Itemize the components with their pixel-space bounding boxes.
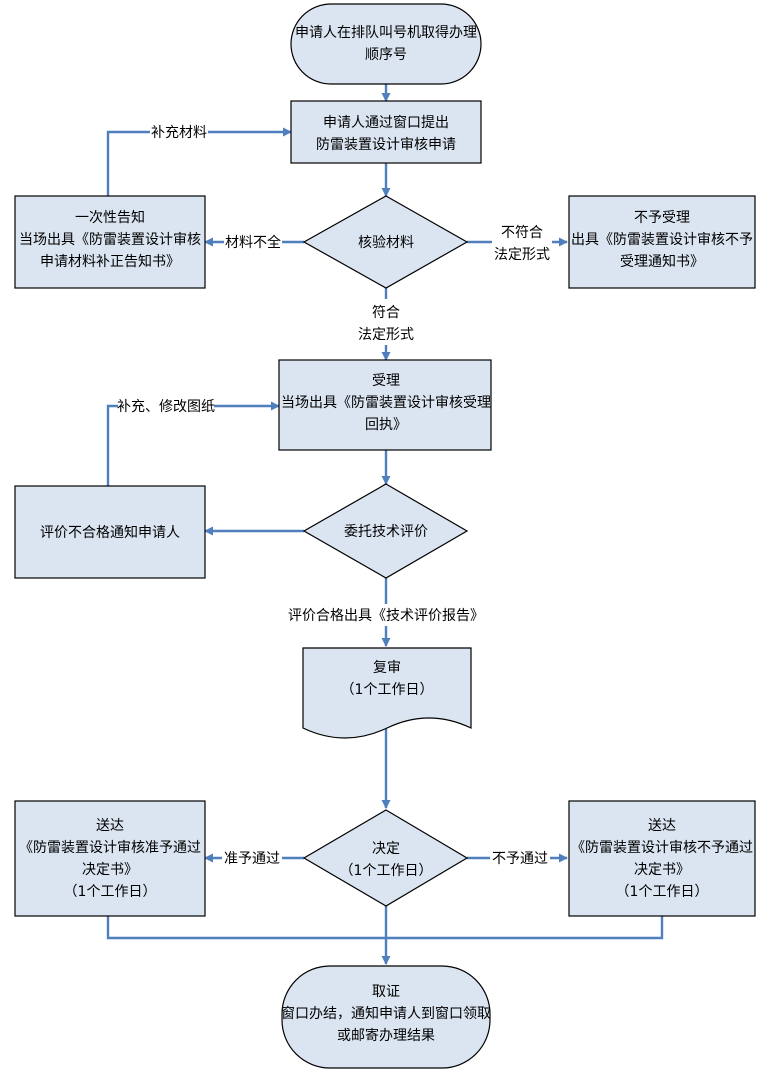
label-pass: 准予通过	[224, 851, 280, 867]
label-supplement: 补充材料	[151, 125, 207, 141]
label-nonconform-line-1: 不符合	[501, 225, 543, 241]
node-reject-line-2: 出具《防雷装置设计审核不予	[571, 232, 753, 248]
node-correction-line-1: 一次性告知	[75, 209, 145, 226]
node-decide-line-2: （1个工作日）	[340, 863, 433, 879]
node-end-line-2: 窗口办结，通知申请人到窗口领取	[281, 1005, 491, 1022]
connector-approve-merge	[106, 916, 664, 940]
node-notify: 评价不合格通知申请人	[14, 485, 206, 579]
label-conform-line-1: 符合	[372, 305, 400, 321]
node-deny-line-4: （1个工作日）	[616, 884, 709, 900]
node-approve-line-2: 《防雷装置设计审核准予通过	[19, 840, 201, 856]
node-accept: 受理 当场出具《防雷装置设计审核受理 回执》	[278, 359, 492, 451]
node-review-line-2: （1个工作日）	[341, 682, 434, 698]
node-deny-line-2: 《防雷装置设计审核不予通过	[571, 840, 753, 856]
node-approve-line-4: （1个工作日）	[64, 884, 157, 900]
node-reject-line-1: 不予受理	[634, 210, 690, 226]
node-decide-line-1: 决定	[372, 841, 400, 857]
node-start: 申请人在排队叫号机取得办理 顺序号	[290, 3, 482, 85]
label-backgrounds	[118, 124, 552, 867]
node-approve-line-1: 送达	[96, 818, 124, 834]
node-evaluate: 委托技术评价	[302, 483, 469, 579]
node-accept-line-3: 回执》	[365, 417, 407, 433]
node-evaluate-label: 委托技术评价	[344, 524, 428, 540]
node-approve-line-3: 决定书》	[82, 862, 138, 878]
node-reject-line-3: 受理通知书》	[620, 253, 704, 270]
node-notify-label: 评价不合格通知申请人	[40, 524, 180, 541]
node-end: 取证 窗口办结，通知申请人到窗口领取 或邮寄办理结果	[281, 965, 491, 1069]
node-deny-line-3: 决定书》	[634, 862, 690, 878]
label-fail: 不予通过	[492, 851, 548, 867]
node-end-line-3: 或邮寄办理结果	[337, 1027, 435, 1044]
node-apply: 申请人通过窗口提出 防雷装置设计审核申请	[290, 100, 482, 164]
node-start-line-1: 申请人在排队叫号机取得办理	[295, 24, 477, 41]
node-review: 复审 （1个工作日）	[302, 647, 472, 739]
label-qualified: 评价合格出具《技术评价报告》	[288, 608, 484, 624]
node-apply-line-1: 申请人通过窗口提出	[323, 114, 449, 131]
node-end-line-1: 取证	[372, 984, 400, 1000]
node-review-line-1: 复审	[373, 659, 401, 676]
node-deny: 送达 《防雷装置设计审核不予通过 决定书》 （1个工作日）	[568, 800, 756, 917]
node-correction-line-3: 申请材料补正告知书》	[40, 253, 180, 270]
node-start-line-2: 顺序号	[365, 47, 407, 63]
node-correction-line-2: 当场出具《防雷装置设计审核	[19, 232, 201, 248]
connector-correction-to-apply	[106, 127, 292, 196]
node-deny-line-1: 送达	[648, 818, 676, 834]
node-accept-line-1: 受理	[372, 373, 400, 389]
node-reject: 不予受理 出具《防雷装置设计审核不予 受理通知书》	[568, 195, 756, 289]
edge-labels: 补充材料 材料不全 不符合 法定形式 符合 法定形式 补充、修改图纸 评价合格出…	[117, 125, 550, 867]
node-verify-label: 核验材料	[358, 235, 414, 251]
node-apply-line-2: 防雷装置设计审核申请	[316, 137, 456, 153]
node-approve: 送达 《防雷装置设计审核准予通过 决定书》 （1个工作日）	[14, 800, 206, 917]
node-verify: 核验材料	[302, 195, 469, 289]
label-incomplete: 材料不全	[225, 234, 281, 251]
label-modify: 补充、修改图纸	[117, 399, 215, 415]
node-accept-line-2: 当场出具《防雷装置设计审核受理	[281, 395, 491, 411]
connector-notify-to-accept	[106, 401, 280, 486]
node-correction: 一次性告知 当场出具《防雷装置设计审核 申请材料补正告知书》	[14, 195, 206, 289]
node-decide: 决定 （1个工作日）	[302, 809, 469, 907]
label-nonconform-line-2: 法定形式	[494, 247, 550, 263]
label-conform-line-2: 法定形式	[358, 327, 414, 343]
